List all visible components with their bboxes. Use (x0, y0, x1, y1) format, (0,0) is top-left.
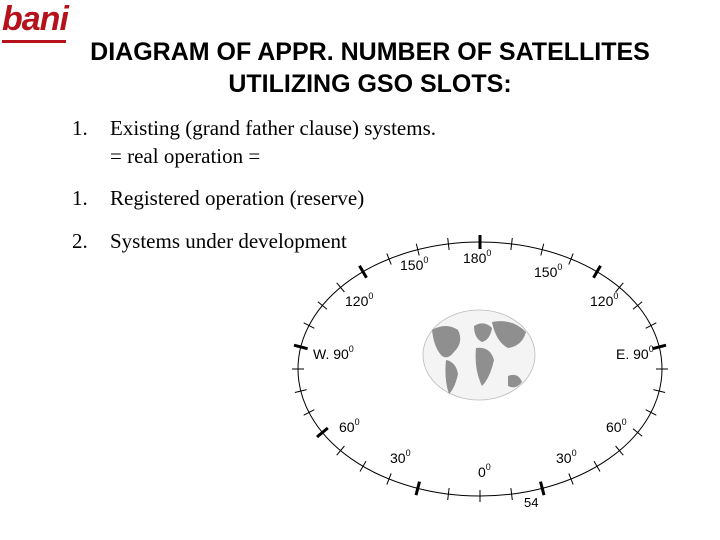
orbit-slot-tick-major (316, 426, 329, 439)
label-30-right: 300 (556, 448, 577, 466)
orbit-slot-tick (386, 253, 392, 265)
label-0-value: 0 (478, 464, 486, 480)
orbit-slot-tick (632, 301, 643, 310)
label-30-left: 300 (390, 448, 411, 466)
orbit-slot-tick (593, 460, 601, 472)
orbit-slot-tick (359, 460, 367, 472)
orbit-slot-tick (386, 473, 392, 485)
orbit-slot-tick (645, 409, 657, 416)
degree-mark: 0 (368, 291, 374, 301)
orbit-slot-tick (303, 409, 315, 416)
list-item-registered: 1. Registered operation (reserve) (72, 186, 364, 211)
label-60-right-value: 60 (606, 419, 622, 435)
list-text: Registered operation (reserve) (110, 186, 365, 210)
orbit-slot-tick (540, 243, 545, 256)
orbit-slot-tick (336, 445, 345, 456)
orbit-slot-tick (615, 282, 624, 293)
orbit-slot-tick (632, 428, 643, 437)
orbit-slot-tick (568, 253, 574, 265)
orbit-slot-tick (447, 488, 450, 501)
list-item-existing: 1. Existing (grand father clause) systems… (72, 116, 436, 141)
orbit-slot-tick (568, 473, 574, 485)
orbit-slot-tick-major (592, 264, 602, 279)
orbit-slot-tick (510, 237, 513, 250)
orbit-slot-tick (415, 243, 420, 256)
page-title: DIAGRAM OF APPR. NUMBER OF SATELLITES UT… (0, 36, 720, 100)
orbit-slot-tick (615, 445, 624, 456)
orbit-slot-tick (336, 282, 345, 293)
label-150-right: 1500 (534, 262, 563, 280)
label-30-right-value: 30 (556, 450, 572, 466)
title-line-2: UTILIZING GSO SLOTS: (228, 70, 512, 98)
label-e90: E. 900 (616, 344, 654, 362)
orbit-slot-tick (447, 237, 450, 250)
label-150-left: 1500 (400, 255, 429, 273)
orbit-slot-tick (317, 301, 328, 310)
earth-globe (422, 309, 537, 401)
list-item-development: 2. Systems under development (72, 229, 347, 254)
degree-mark: 0 (557, 262, 563, 272)
logo: bani (2, 0, 69, 38)
degree-mark: 0 (571, 448, 577, 458)
degree-mark: 0 (621, 417, 627, 427)
label-w90-value: W. 90 (313, 346, 349, 362)
label-120-right-value: 120 (590, 293, 614, 309)
list-number: 1. (72, 116, 88, 140)
orbit-slot-tick (653, 389, 666, 393)
orbit-ticks (292, 235, 668, 502)
label-120-left: 1200 (345, 291, 374, 309)
orbit-slot-tick-major (414, 481, 421, 496)
label-150-right-value: 150 (534, 264, 558, 280)
label-60-left-value: 60 (339, 419, 355, 435)
degree-mark: 0 (613, 291, 619, 301)
label-180-value: 180 (463, 250, 487, 266)
label-60-right: 600 (606, 417, 627, 435)
list-subtext: = real operation = (110, 144, 261, 168)
label-0: 00 (478, 462, 491, 480)
label-120-right: 1200 (590, 291, 619, 309)
orbit-slot-tick (294, 389, 307, 393)
degree-mark: 0 (354, 417, 360, 427)
label-e90-value: E. 90 (616, 346, 649, 362)
degree-mark: 0 (485, 462, 491, 472)
orbit-slot-tick-major (652, 343, 667, 351)
orbit-slot-tick-major (539, 481, 546, 496)
title-line-1: DIAGRAM OF APPR. NUMBER OF SATELLITES (90, 38, 650, 66)
degree-mark: 0 (405, 448, 411, 458)
label-30-left-value: 30 (390, 450, 406, 466)
list-number: 1. (72, 186, 88, 210)
degree-mark: 0 (423, 255, 429, 265)
label-w90: W. 900 (313, 344, 354, 362)
logo-underline (2, 40, 66, 43)
degree-mark: 0 (348, 344, 354, 354)
label-60-left: 600 (339, 417, 360, 435)
orbit-slot-tick-major (358, 264, 368, 279)
list-text: Existing (grand father clause) systems. (110, 116, 436, 140)
list-text: Systems under development (110, 229, 347, 253)
degree-mark: 0 (648, 344, 654, 354)
list-number: 2. (72, 229, 88, 253)
orbit-slot-tick (645, 322, 657, 329)
orbit-slot-tick (303, 322, 315, 329)
orbit-slot-tick (510, 488, 513, 501)
degree-mark: 0 (486, 248, 492, 258)
page-number: 54 (524, 495, 539, 510)
label-150-left-value: 150 (400, 257, 424, 273)
label-120-left-value: 120 (345, 293, 369, 309)
label-180: 1800 (463, 248, 492, 266)
orbit-slot-tick-major (293, 343, 308, 351)
